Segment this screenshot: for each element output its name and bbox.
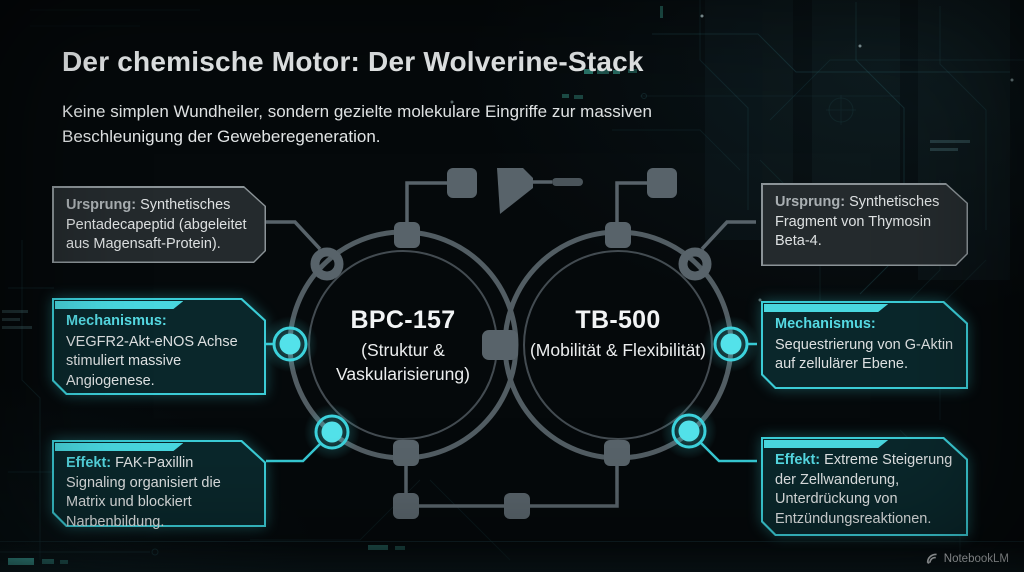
callout-accent-bar bbox=[764, 440, 888, 448]
ring-port-right bbox=[678, 247, 712, 281]
callout-label: Mechanismus: bbox=[66, 313, 167, 329]
brand-watermark: NotebookLM bbox=[926, 552, 1009, 565]
callout-text: Sequestrierung von G-Aktin auf zelluläre… bbox=[775, 336, 954, 373]
callout-text: FAK-Paxillin Signaling organisiert die M… bbox=[66, 455, 221, 530]
callout-label: Effekt: bbox=[775, 452, 821, 468]
callout-bpc-ursprung: Ursprung: Synthetisches Pentadecapeptid … bbox=[52, 186, 266, 263]
callout-bpc-mechanismus: Mechanismus: VEGFR2-Akt-eNOS Achse stimul… bbox=[52, 298, 266, 395]
footer-band bbox=[0, 541, 1024, 572]
node-tb500-subtitle: (Mobilität & Flexibilität) bbox=[529, 340, 707, 360]
arrow-shape bbox=[497, 168, 533, 214]
callout-label: Mechanismus: bbox=[775, 316, 876, 332]
callout-accent-bar bbox=[55, 301, 183, 309]
ring-port-left bbox=[310, 247, 344, 281]
callout-text: Synthetisches Fragment von Thymosin Beta… bbox=[775, 194, 940, 249]
callout-tb-mechanismus: Mechanismus: Sequestrierung von G-Aktin a… bbox=[761, 301, 968, 389]
notebooklm-logo-icon bbox=[926, 553, 937, 564]
brand-name: NotebookLM bbox=[943, 552, 1009, 565]
callout-accent-bar bbox=[764, 304, 888, 312]
callout-text: Extreme Steigerung der Zellwanderung, Un… bbox=[775, 452, 953, 527]
node-tb500-name: TB-500 bbox=[575, 306, 661, 334]
callout-tb-ursprung: Ursprung: Synthetisches Fragment von Thy… bbox=[761, 183, 968, 266]
callout-tb-effekt: Effekt: Extreme Steigerung der Zellwande… bbox=[761, 437, 968, 536]
node-bpc157-subtitle: (Struktur & Vaskularisierung) bbox=[336, 340, 470, 384]
callout-label: Effekt: bbox=[66, 455, 112, 471]
callout-accent-bar bbox=[55, 443, 183, 451]
callout-label: Ursprung: bbox=[66, 197, 137, 213]
callout-text: VEGFR2-Akt-eNOS Achse stimuliert massive… bbox=[66, 333, 238, 389]
node-tb500: TB-500 (Mobilität & Flexibilität) bbox=[513, 306, 723, 362]
node-bpc157-name: BPC-157 bbox=[350, 306, 456, 334]
callout-label: Ursprung: bbox=[775, 194, 846, 210]
callout-bpc-effekt: Effekt: FAK-Paxillin Signaling organisie… bbox=[52, 440, 266, 530]
node-bpc157: BPC-157 (Struktur & Vaskularisierung) bbox=[298, 306, 508, 386]
ring-intersection-node bbox=[482, 330, 518, 360]
page-subtitle: Keine simplen Wundheiler, sondern geziel… bbox=[62, 102, 652, 146]
callout-text: Synthetisches Pentadecapeptid (abgeleite… bbox=[66, 197, 247, 252]
page-title: Der chemische Motor: Der Wolverine-Stack bbox=[62, 46, 644, 77]
glow-node bbox=[262, 316, 759, 460]
